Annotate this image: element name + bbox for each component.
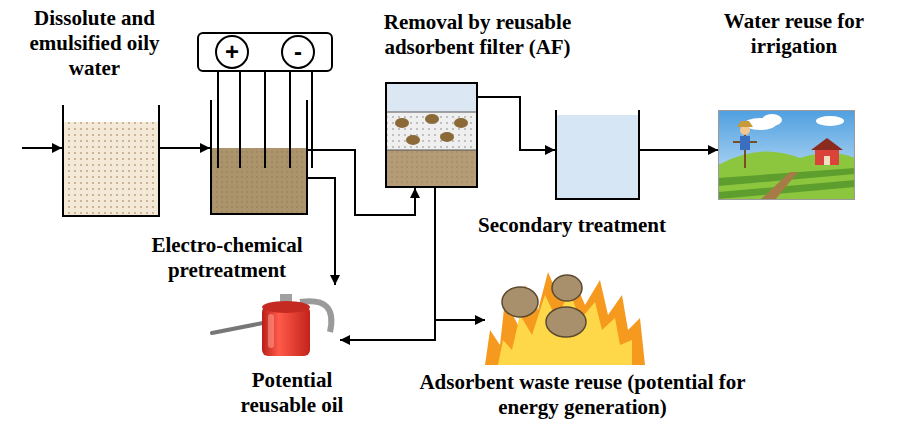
adsorbent-filter: Removal by reusable adsorbent filter (AF… bbox=[385, 82, 478, 188]
flow-connector bbox=[435, 188, 485, 320]
filter-layers bbox=[387, 112, 476, 150]
electrodes bbox=[217, 72, 219, 168]
filter-layers bbox=[395, 118, 409, 128]
fire bbox=[552, 275, 582, 301]
irrigation-field: Water reuse for irrigation bbox=[718, 110, 855, 200]
farm-picture bbox=[815, 149, 839, 165]
filter-layers bbox=[425, 114, 439, 124]
fire bbox=[485, 272, 645, 365]
waste-fire-box: Adsorbent waste reuse (potential for ene… bbox=[485, 268, 645, 366]
farm-picture bbox=[824, 156, 830, 165]
oil-can bbox=[262, 306, 310, 356]
flow-connector bbox=[308, 178, 335, 285]
flow-connector bbox=[264, 72, 266, 100]
farm-picture bbox=[760, 172, 798, 200]
oily-water-fill bbox=[64, 122, 158, 215]
electrochemical-tank: Electro-chemical pretreatment bbox=[210, 100, 308, 215]
filter-layers bbox=[387, 84, 476, 112]
flow-connector bbox=[478, 97, 555, 150]
stage-label: Water reuse for irrigation bbox=[694, 9, 894, 59]
farm-picture bbox=[718, 110, 855, 200]
farm-picture bbox=[737, 121, 753, 127]
fire bbox=[546, 307, 586, 337]
electrodes bbox=[239, 72, 241, 168]
fire bbox=[485, 272, 645, 365]
fire bbox=[502, 287, 538, 317]
filter-layers bbox=[406, 135, 420, 145]
oil-can-box: Potential reusable oil bbox=[208, 285, 340, 362]
inflow-arrow bbox=[22, 147, 62, 149]
pretreatment-liquid bbox=[212, 148, 306, 213]
treated-water bbox=[557, 115, 638, 198]
pretreatment-liquid bbox=[212, 148, 306, 213]
farm-picture bbox=[811, 138, 843, 150]
electrodes bbox=[218, 72, 312, 168]
power-supply: +- bbox=[197, 32, 333, 72]
flow-connector bbox=[160, 147, 210, 149]
filter-layers bbox=[454, 118, 468, 128]
farm-picture bbox=[740, 136, 750, 150]
filter-layers bbox=[387, 150, 476, 186]
farm-picture bbox=[718, 110, 855, 200]
flow-connector bbox=[308, 150, 415, 215]
oil-can bbox=[268, 314, 274, 348]
electrodes bbox=[289, 72, 291, 168]
secondary-tank: Secondary treatment bbox=[555, 110, 640, 200]
electrodes bbox=[264, 100, 266, 168]
positive-terminal: + bbox=[215, 35, 249, 69]
farm-picture bbox=[762, 114, 782, 126]
flow-connector bbox=[340, 188, 435, 340]
stage-label: Secondary treatment bbox=[442, 213, 702, 238]
oil-can bbox=[212, 322, 268, 333]
inflow-arrow bbox=[22, 148, 62, 149]
flow-connector bbox=[640, 149, 718, 151]
oily-water-fill bbox=[64, 122, 158, 215]
stage-label: Potential reusable oil bbox=[222, 368, 362, 418]
electrodes bbox=[311, 72, 313, 168]
oil-can bbox=[212, 294, 331, 356]
negative-terminal: - bbox=[281, 35, 315, 69]
oil-can bbox=[262, 301, 310, 313]
stage-label: Dissolute and emulsified oily water bbox=[2, 6, 187, 82]
stage-label: Electro-chemical pretreatment bbox=[127, 233, 327, 283]
filter-layers bbox=[387, 150, 476, 151]
feed-tank: Dissolute and emulsified oily water bbox=[62, 105, 160, 217]
stage-label: Removal by reusable adsorbent filter (AF… bbox=[350, 10, 605, 60]
treated-water bbox=[557, 115, 638, 198]
filter-layers bbox=[387, 84, 476, 186]
farm-picture bbox=[816, 116, 844, 126]
oily-water-fill bbox=[64, 122, 158, 215]
filter-layers bbox=[387, 150, 476, 186]
stage-label: Adsorbent waste reuse (potential for ene… bbox=[410, 370, 755, 420]
filter-layers bbox=[387, 112, 476, 113]
filter-layers bbox=[440, 132, 454, 142]
pretreatment-liquid bbox=[212, 148, 306, 213]
